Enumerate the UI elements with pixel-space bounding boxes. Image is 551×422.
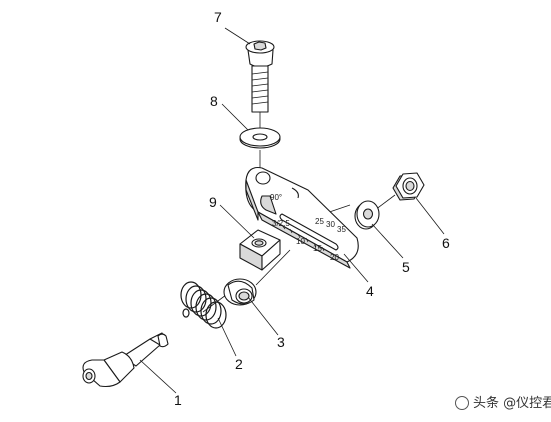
scale-upper-label-3: 35 [337, 225, 346, 234]
part-7-cap-screw [245, 40, 275, 113]
scale-upper-label-1: 25 [315, 217, 324, 226]
watermark-text: 头条 @仪控君 [473, 396, 551, 411]
callout-8: 8 [210, 93, 218, 109]
callout-4: 4 [366, 283, 374, 299]
part-2-spring [180, 281, 227, 329]
scale-inner-label: 3/2.5 [272, 219, 290, 228]
part-9-square-nut [239, 229, 281, 271]
part-8-washer [239, 127, 281, 149]
scale-lower-label-2: 15 [313, 244, 322, 253]
callout-9: 9 [209, 194, 217, 210]
part-5-washer [354, 200, 380, 230]
scale-upper-label-2: 30 [326, 220, 335, 229]
callout-3: 3 [277, 334, 285, 350]
watermark: 头条 @仪控君 [455, 392, 551, 411]
part-1-probe [82, 332, 169, 388]
callout-7: 7 [214, 9, 222, 25]
part-3-flanged-bushing [223, 278, 257, 306]
scale-lower-label-3: 20 [330, 253, 339, 262]
watermark-logo-icon [455, 396, 469, 410]
part-4-slotted-bracket [245, 166, 359, 269]
callout-1: 1 [174, 392, 182, 408]
callout-2: 2 [235, 356, 243, 372]
scale-angle-label: 90° [270, 193, 282, 202]
callout-5: 5 [402, 259, 410, 275]
callout-leader-lines [139, 27, 445, 394]
scale-lower-label-1: 10 [296, 237, 305, 246]
callout-6: 6 [442, 235, 450, 251]
part-6-hex-nut [392, 172, 425, 201]
